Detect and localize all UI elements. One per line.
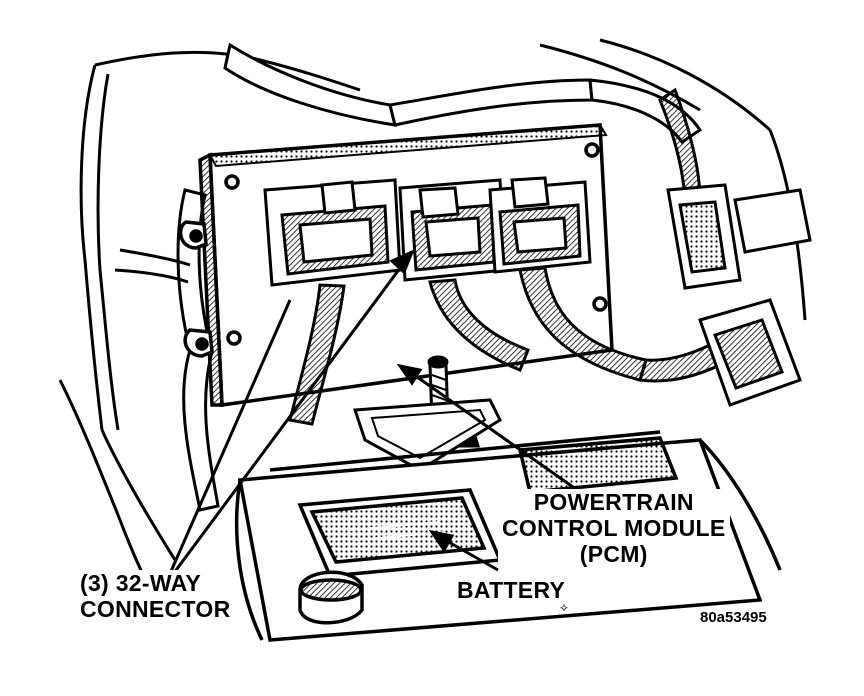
connector-label-line2: CONNECTOR	[80, 596, 231, 622]
battery-callout: BATTERY	[455, 577, 568, 603]
right-side-components	[666, 183, 812, 407]
pcm-label-line3: (PCM)	[579, 541, 648, 567]
battery-label: BATTERY	[457, 577, 566, 603]
pcm-label-line1: POWERTRAIN	[533, 489, 694, 515]
leader-lines	[163, 249, 581, 586]
pcm-callout: POWERTRAIN CONTROL MODULE (PCM)	[498, 489, 730, 567]
connector-3	[488, 176, 592, 274]
connector-2	[398, 178, 507, 282]
upper-wire-harness	[223, 42, 703, 204]
pentastar-logo-icon: ⟡	[560, 600, 568, 614]
hold-down-bracket	[352, 398, 502, 472]
connector-callout: (3) 32-WAY CONNECTOR	[80, 570, 231, 622]
pcm-label-line2: CONTROL MODULE	[502, 515, 726, 541]
connector-label-line1: (3) 32-WAY	[80, 570, 202, 596]
figure-id: 80a53495	[700, 609, 767, 626]
connector-1	[263, 178, 402, 287]
